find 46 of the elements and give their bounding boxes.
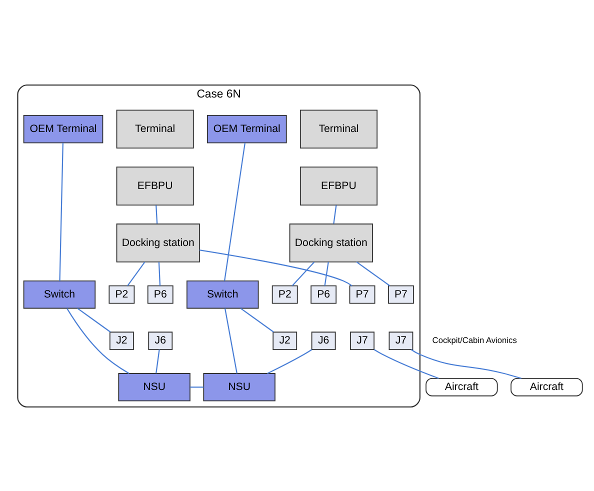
node-box: Docking station xyxy=(116,223,200,262)
node-box: NSU xyxy=(203,372,276,401)
node-box: J6 xyxy=(311,331,336,350)
connector xyxy=(267,348,312,374)
node-box: P6 xyxy=(147,284,174,304)
connector xyxy=(66,308,130,374)
connector xyxy=(156,349,160,373)
connector xyxy=(156,204,158,224)
node-box: P6 xyxy=(310,284,337,304)
connector xyxy=(127,261,146,286)
node-box: P2 xyxy=(272,284,298,304)
node-box: EFBPU xyxy=(116,166,194,205)
node-box: P2 xyxy=(108,284,135,304)
connector xyxy=(356,260,390,286)
node-box: OEM Terminal xyxy=(206,114,287,143)
node-box: J2 xyxy=(109,331,134,350)
node-box: Aircraft xyxy=(510,377,583,396)
node-box: Switch xyxy=(186,280,259,308)
node-box: P7 xyxy=(388,284,414,304)
connector xyxy=(190,386,204,388)
label: Cockpit/Cabin Avionics xyxy=(432,334,517,344)
connector xyxy=(292,261,315,286)
node-box: Terminal xyxy=(116,109,194,148)
connector xyxy=(59,142,64,280)
node-box: P7 xyxy=(349,284,376,304)
node-box: J2 xyxy=(272,331,298,350)
node-box: Aircraft xyxy=(426,377,498,396)
connector xyxy=(224,308,238,373)
connector xyxy=(240,307,274,332)
node-box: J6 xyxy=(148,331,173,350)
node-box: Docking station xyxy=(289,223,373,262)
node-box: Switch xyxy=(23,280,96,308)
node-box: NSU xyxy=(118,372,190,401)
connector xyxy=(333,204,337,224)
connector xyxy=(324,262,329,286)
node-box: Terminal xyxy=(300,109,378,148)
connector xyxy=(199,249,352,286)
connector xyxy=(374,348,439,378)
connector xyxy=(77,307,111,332)
node-box: EFBPU xyxy=(300,166,378,205)
node-box: J7 xyxy=(350,331,374,350)
connector xyxy=(158,262,161,286)
node-box: J7 xyxy=(388,331,414,350)
connector xyxy=(224,142,246,280)
connector xyxy=(410,348,522,378)
node-box: OEM Terminal xyxy=(23,114,104,143)
